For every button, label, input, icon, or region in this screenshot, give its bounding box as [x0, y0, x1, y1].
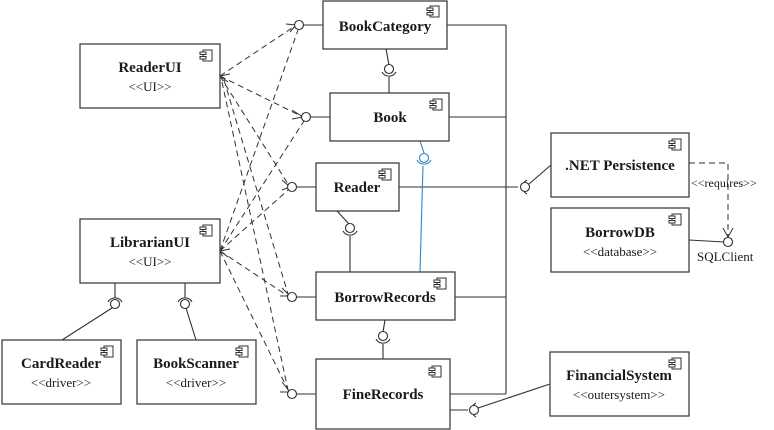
ui-dependencies	[218, 23, 305, 393]
sql-client-label: SQLClient	[697, 249, 754, 264]
component-name: CardReader	[21, 356, 101, 372]
component-name: Reader	[334, 180, 381, 196]
component-card-reader[interactable]: CardReader <<driver>>	[1, 339, 122, 405]
component-net-persistence[interactable]: .NET Persistence	[550, 132, 690, 198]
component-stereotype: <<database>>	[583, 244, 657, 259]
component-borrow-db[interactable]: BorrowDB <<database>>	[550, 207, 690, 273]
component-stereotype: <<UI>>	[128, 254, 171, 269]
component-stereotype: <<driver>>	[31, 375, 91, 390]
component-name: BookScanner	[153, 356, 239, 372]
component-name: BorrowDB	[585, 225, 655, 241]
component-name: ReaderUI	[118, 60, 181, 76]
component-reader-ui[interactable]: ReaderUI <<UI>>	[79, 43, 221, 109]
component-financial-system[interactable]: FinancialSystem <<outersystem>>	[549, 351, 690, 417]
component-name: .NET Persistence	[565, 158, 675, 174]
provided-interfaces	[286, 19, 330, 400]
component-name: BookCategory	[339, 19, 432, 35]
component-book[interactable]: Book	[329, 92, 450, 142]
component-book-category[interactable]: BookCategory	[322, 0, 448, 50]
assembly-connectors	[61, 48, 734, 418]
bookcategory-interface	[293, 19, 305, 31]
borrowrecords-interface	[286, 291, 298, 303]
sqlclient-interface	[722, 236, 734, 248]
component-stereotype: <<UI>>	[128, 79, 171, 94]
component-stereotype: <<driver>>	[166, 375, 226, 390]
component-borrow-records[interactable]: BorrowRecords	[315, 271, 456, 321]
reader-interface	[286, 181, 298, 193]
component-name: FinancialSystem	[566, 368, 672, 384]
component-reader[interactable]: Reader	[315, 162, 400, 212]
book-interface	[300, 111, 312, 123]
component-book-scanner[interactable]: BookScanner <<driver>>	[136, 339, 257, 405]
component-stereotype: <<outersystem>>	[573, 387, 665, 402]
component-name: Book	[373, 110, 407, 126]
component-librarian-ui[interactable]: LibrarianUI <<UI>>	[79, 218, 221, 284]
component-name: FineRecords	[343, 387, 424, 403]
component-name: BorrowRecords	[334, 290, 436, 306]
component-fine-records[interactable]: FineRecords	[315, 358, 451, 430]
persistence-bus	[399, 24, 552, 395]
requires-label: <<requires>>	[691, 176, 757, 190]
component-name: LibrarianUI	[110, 235, 190, 251]
finerecords-interface	[286, 388, 298, 400]
